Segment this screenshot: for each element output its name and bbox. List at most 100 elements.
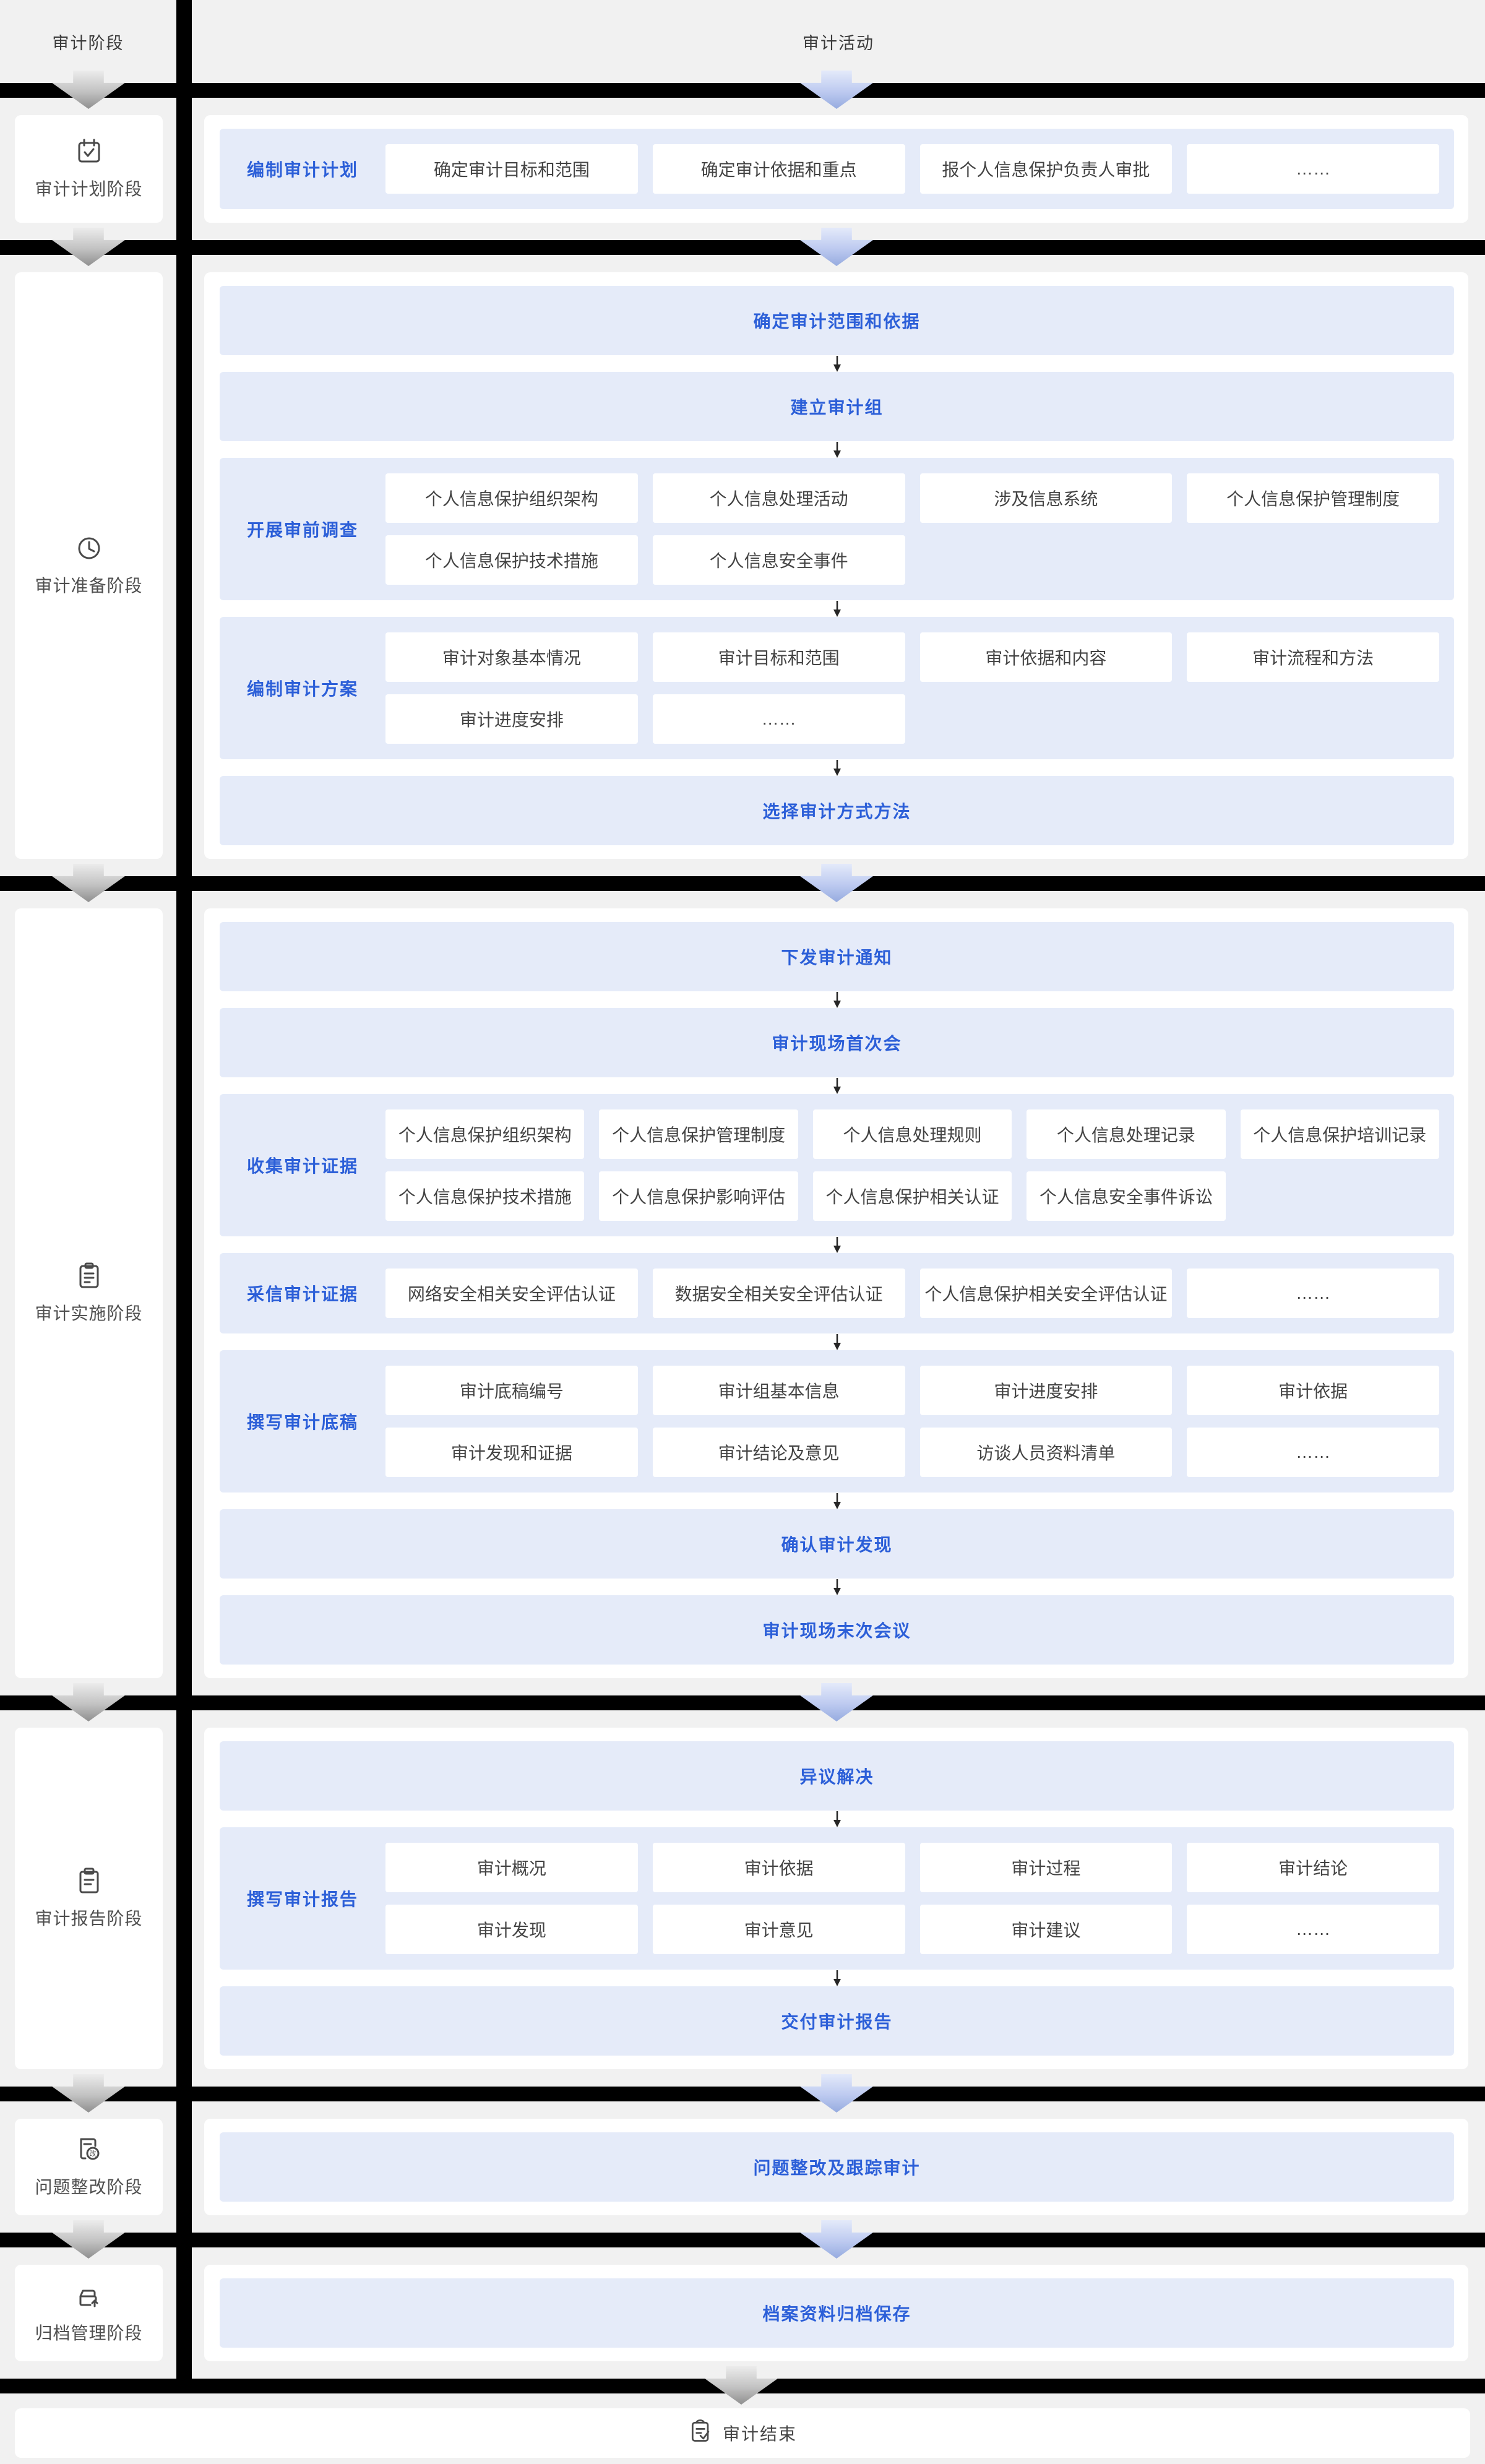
flow-step-group: 开展审前调查 个人信息保护组织架构个人信息处理活动涉及信息系统个人信息保护管理制… — [220, 458, 1454, 600]
phase-section: 归档管理阶段 档案资料归档保存 — [0, 2265, 1485, 2361]
phase-section: 审计计划阶段 编制审计计划 确定审计目标和范围确定审计依据和重点报个人信息保护负… — [0, 115, 1485, 223]
archive-up-icon — [75, 2281, 103, 2310]
activity-cell: 下发审计通知审计现场首次会 收集审计证据 个人信息保护组织架构个人信息保护管理制… — [192, 908, 1485, 1678]
flow-step-bar: 档案资料归档保存 — [220, 2278, 1454, 2348]
activity-item: 网络安全相关安全评估认证 — [385, 1269, 638, 1318]
activity-card: 异议解决 撰写审计报告 审计概况审计依据审计过程审计结论审计发现审计意见审计建议… — [204, 1728, 1468, 2069]
group-label-cell: 撰写审计报告 — [220, 1827, 385, 1970]
arrow-down-icon — [220, 1077, 1454, 1094]
activity-item: 审计底稿编号 — [385, 1366, 638, 1415]
activity-item: 个人信息保护培训记录 — [1240, 1109, 1439, 1159]
phase-label: 问题整改阶段 — [35, 2178, 143, 2197]
activity-item: 审计发现和证据 — [385, 1428, 638, 1477]
phase-card: 审计计划阶段 — [15, 115, 163, 223]
phase-column-header: 审计阶段 — [0, 0, 176, 83]
phase-section: 审计准备阶段 确定审计范围和依据建立审计组 开展审前调查 个人信息保护组织架构个… — [0, 272, 1485, 859]
activity-item: 审计进度安排 — [919, 1366, 1173, 1415]
activity-item: 审计过程 — [919, 1843, 1173, 1892]
arrow-down-icon — [220, 441, 1454, 458]
activity-item: …… — [1187, 1269, 1439, 1318]
activity-item: 访谈人员资料清单 — [919, 1428, 1173, 1477]
arrow-down-icon — [220, 991, 1454, 1008]
group-items: 审计底稿编号审计组基本信息审计进度安排审计依据审计发现和证据审计结论及意见访谈人… — [385, 1350, 1454, 1493]
group-label-cell: 撰写审计底稿 — [220, 1350, 385, 1493]
activity-item: 审计依据 — [652, 1843, 905, 1892]
flow-body: 审计计划阶段 编制审计计划 确定审计目标和范围确定审计依据和重点报个人信息保护负… — [0, 71, 1485, 2405]
activity-item: 个人信息保护技术措施 — [385, 1171, 585, 1221]
arrow-down-icon — [220, 355, 1454, 372]
activity-item: 审计结论 — [1187, 1843, 1439, 1892]
activity-cell: 档案资料归档保存 — [192, 2265, 1485, 2361]
arrow-down-icon — [220, 759, 1454, 776]
group-items: 审计概况审计依据审计过程审计结论审计发现审计意见审计建议…… — [385, 1827, 1454, 1970]
activity-item: 审计依据 — [1187, 1366, 1439, 1415]
group-label: 编制审计方案 — [246, 679, 358, 699]
activity-column-title: 审计活动 — [803, 33, 874, 53]
phase-label: 审计实施阶段 — [35, 1304, 143, 1323]
phase-card: 审计报告阶段 — [15, 1728, 163, 2069]
activity-cell: 编制审计计划 确定审计目标和范围确定审计依据和重点报个人信息保护负责人审批…… — [192, 115, 1485, 223]
phase-divider-bar — [0, 71, 1485, 109]
activity-item: 个人信息保护相关安全评估认证 — [919, 1269, 1173, 1318]
activity-item: 个人信息安全事件 — [652, 535, 905, 585]
phase-label: 审计计划阶段 — [35, 179, 143, 199]
arrow-down-icon — [220, 1236, 1454, 1253]
phase-card: 审计实施阶段 — [15, 908, 163, 1678]
chevron-down-icon — [800, 228, 873, 266]
phase-divider-bar — [0, 2220, 1485, 2259]
flow-step-group: 收集审计证据 个人信息保护组织架构个人信息保护管理制度个人信息处理规则个人信息处… — [220, 1094, 1454, 1236]
clipboard-list-icon — [75, 1262, 103, 1290]
divider-gap — [176, 115, 192, 223]
chevron-down-icon — [52, 864, 125, 902]
activity-item: 报个人信息保护负责人审批 — [919, 144, 1173, 194]
chevron-down-icon — [52, 1683, 125, 1721]
flow-step-label: 交付审计报告 — [781, 2012, 893, 2031]
phase-cell: 审计计划阶段 — [0, 115, 176, 223]
flow-step-bar: 下发审计通知 — [220, 922, 1454, 991]
divider-gap — [176, 272, 192, 859]
phase-divider-bar — [0, 864, 1485, 902]
flow-step-group: 编制审计计划 确定审计目标和范围确定审计依据和重点报个人信息保护负责人审批…… — [220, 129, 1454, 209]
activity-item: …… — [1187, 1428, 1439, 1477]
clock-icon — [75, 534, 103, 562]
clipboard-icon — [75, 1867, 103, 1895]
activity-item: 个人信息处理规则 — [812, 1109, 1012, 1159]
phase-card: 审计准备阶段 — [15, 272, 163, 859]
divider-gap — [176, 2119, 192, 2215]
activity-card: 下发审计通知审计现场首次会 收集审计证据 个人信息保护组织架构个人信息保护管理制… — [204, 908, 1468, 1678]
flow-step-label: 确定审计范围和依据 — [753, 312, 921, 331]
flow-step-label: 确认审计发现 — [781, 1535, 893, 1554]
divider-gap — [176, 2265, 192, 2361]
activity-cell: 异议解决 撰写审计报告 审计概况审计依据审计过程审计结论审计发现审计意见审计建议… — [192, 1728, 1485, 2069]
chevron-down-icon — [800, 2220, 873, 2259]
activity-item: 个人信息保护管理制度 — [599, 1109, 798, 1159]
activity-item: …… — [1187, 1905, 1439, 1954]
activity-item: 个人信息保护组织架构 — [385, 1109, 585, 1159]
flow-step-bar: 审计现场末次会议 — [220, 1595, 1454, 1665]
activity-card: 编制审计计划 确定审计目标和范围确定审计依据和重点报个人信息保护负责人审批…… — [204, 115, 1468, 223]
activity-item: 个人信息处理记录 — [1027, 1109, 1226, 1159]
activity-item: 审计结论及意见 — [652, 1428, 905, 1477]
group-label: 采信审计证据 — [246, 1285, 358, 1304]
activity-cell: 确定审计范围和依据建立审计组 开展审前调查 个人信息保护组织架构个人信息处理活动… — [192, 272, 1485, 859]
group-label-cell: 开展审前调查 — [220, 458, 385, 600]
doc-revise-icon: 改 — [75, 2135, 103, 2164]
flow-step-bar: 问题整改及跟踪审计 — [220, 2132, 1454, 2202]
phase-cell: 审计准备阶段 — [0, 272, 176, 859]
phase-divider-bar — [0, 2366, 1485, 2405]
flow-step-label: 审计现场末次会议 — [762, 1621, 911, 1640]
activity-card: 确定审计范围和依据建立审计组 开展审前调查 个人信息保护组织架构个人信息处理活动… — [204, 272, 1468, 859]
empty-slot — [1187, 535, 1439, 585]
arrow-down-icon — [220, 1493, 1454, 1509]
group-label: 撰写审计报告 — [246, 1890, 358, 1909]
activity-item: 确定审计目标和范围 — [385, 144, 638, 194]
flow-step-group: 撰写审计底稿 审计底稿编号审计组基本信息审计进度安排审计依据审计发现和证据审计结… — [220, 1350, 1454, 1493]
activity-item: 个人信息保护组织架构 — [385, 473, 638, 523]
phase-cell: 改 问题整改阶段 — [0, 2119, 176, 2215]
flow-step-label: 异议解决 — [799, 1767, 874, 1786]
divider-gap — [176, 908, 192, 1678]
flow-step-label: 审计现场首次会 — [772, 1034, 902, 1053]
flow-step-label: 建立审计组 — [790, 398, 884, 417]
activity-item: 审计发现 — [385, 1905, 638, 1954]
flow-step-bar: 建立审计组 — [220, 372, 1454, 441]
